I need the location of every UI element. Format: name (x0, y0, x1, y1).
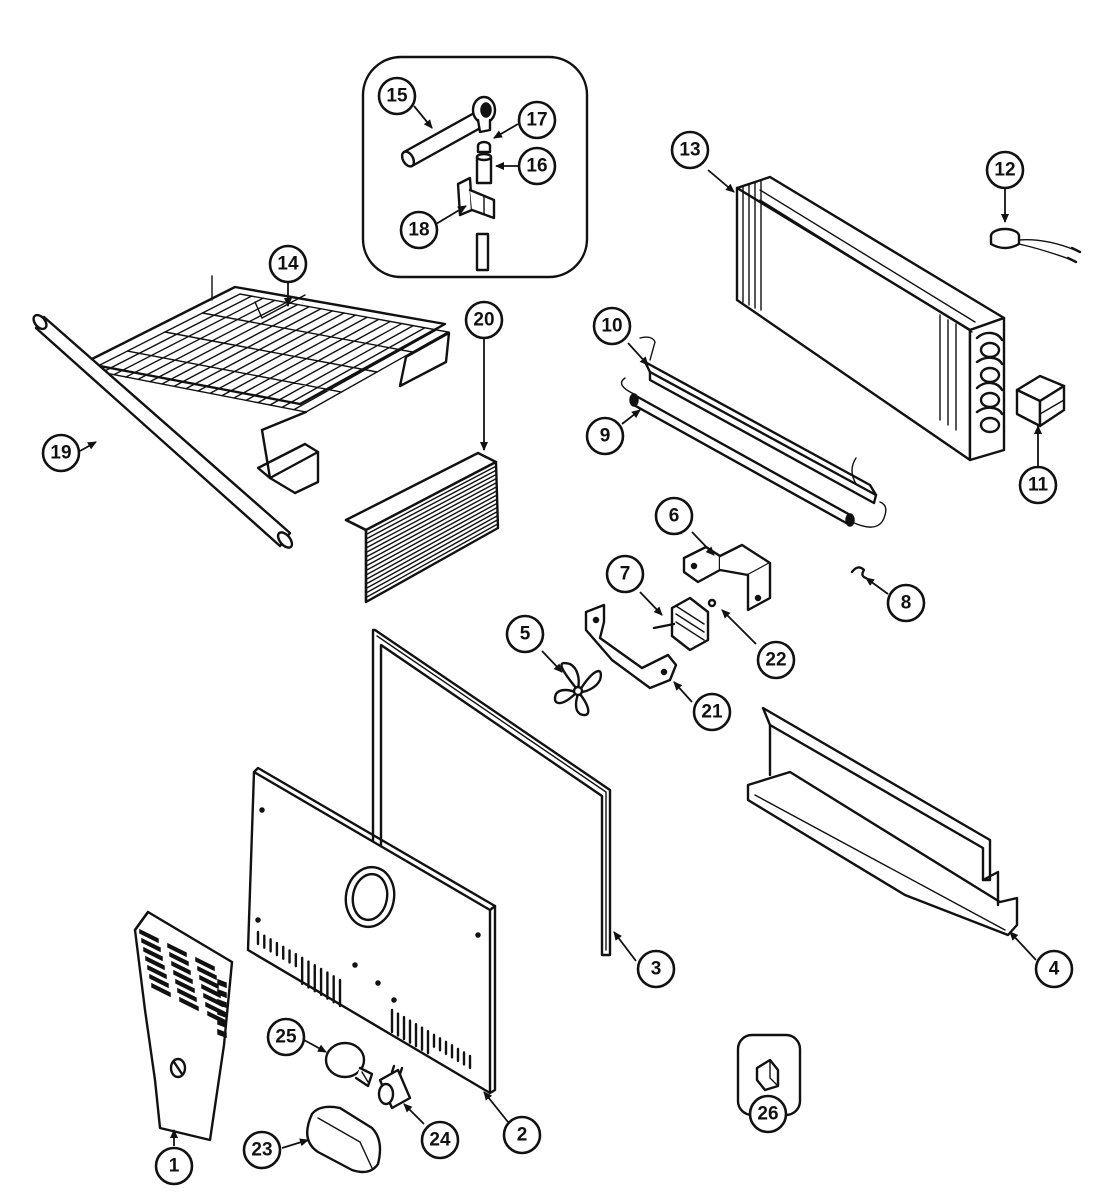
callout-8-label: 8 (901, 593, 912, 614)
callout-19: 19 (41, 433, 81, 473)
inset-detail-box (361, 55, 589, 279)
part-4-drip-tray (746, 706, 1019, 937)
callout-25-label: 25 (275, 1027, 297, 1048)
callout-17-label: 17 (526, 110, 547, 131)
leader-lines (79, 105, 1042, 1149)
callout-15: 15 (377, 76, 417, 116)
part-9-defrost-heater (620, 377, 887, 528)
part-12-defrost-thermostat (989, 227, 1082, 264)
part-5-fan-blade (553, 661, 603, 717)
callout-12-label: 12 (994, 160, 1015, 181)
callout-16: 16 (517, 146, 557, 186)
part-7-fan-motor (652, 596, 717, 652)
part-14-wire-shelf (82, 275, 451, 495)
callout-4-label: 4 (1049, 959, 1060, 980)
callout-26-label: 26 (757, 1104, 778, 1125)
callout-18-label: 18 (408, 220, 429, 241)
callout-24-label: 24 (429, 1130, 451, 1151)
callout-10-label: 10 (601, 316, 622, 337)
callout-5: 5 (505, 614, 545, 654)
part-17-grommet (476, 140, 492, 154)
callout-6-label: 6 (669, 506, 680, 527)
part-6-motor-bracket (682, 543, 772, 612)
part-2-rear-panel (246, 766, 497, 1095)
part-24-light-socket (377, 1064, 412, 1110)
callout-25: 25 (266, 1017, 306, 1057)
callout-18: 18 (399, 210, 439, 250)
part-16-sleeve (475, 152, 493, 185)
callout-22: 22 (756, 640, 796, 680)
part-13-evaporator (735, 175, 1006, 462)
part-10-heater-channel (639, 336, 878, 505)
callout-8: 8 (886, 583, 926, 623)
callout-19-label: 19 (50, 443, 71, 464)
part-19-shelf-trim (32, 313, 294, 549)
callout-7-label: 7 (620, 564, 631, 585)
callout-3: 3 (636, 949, 676, 989)
callout-3-label: 3 (651, 959, 662, 980)
callout-20: 20 (464, 300, 504, 340)
callout-10: 10 (592, 306, 632, 346)
callout-21-label: 21 (701, 702, 723, 723)
callout-6: 6 (654, 496, 694, 536)
callout-13: 13 (670, 130, 710, 170)
callout-9: 9 (585, 416, 625, 456)
callout-1: 1 (154, 1146, 194, 1186)
callout-9-label: 9 (600, 426, 611, 447)
callout-14-label: 14 (277, 254, 299, 275)
callout-15-label: 15 (386, 86, 408, 107)
part-21-motor-mount (584, 603, 678, 690)
part-20-grille-cover (344, 451, 500, 604)
callout-21: 21 (692, 692, 732, 732)
callout-17: 17 (517, 100, 557, 140)
part-25-light-bulb (324, 1041, 374, 1088)
callout-7: 7 (605, 554, 645, 594)
callout-24: 24 (420, 1120, 460, 1160)
callout-26: 26 (748, 1094, 788, 1134)
part-23-light-cover (306, 1105, 382, 1174)
callout-12: 12 (985, 150, 1025, 190)
callout-4: 4 (1034, 949, 1074, 989)
callout-11: 11 (1018, 465, 1058, 505)
part-18-clip (456, 176, 496, 272)
part-11-insulator-block (1015, 374, 1066, 428)
callout-22-label: 22 (765, 650, 786, 671)
callout-20-label: 20 (473, 310, 494, 331)
callout-23-label: 23 (251, 1140, 272, 1161)
callout-2: 2 (502, 1115, 542, 1155)
callout-1-label: 1 (169, 1156, 180, 1177)
part-3-gasket (371, 628, 612, 957)
callout-14: 14 (268, 244, 308, 284)
part-1-light-shield (133, 910, 234, 1142)
callout-16-label: 16 (526, 156, 547, 177)
callout-13-label: 13 (679, 140, 700, 161)
callout-2-label: 2 (517, 1125, 528, 1146)
part-8-clip (850, 566, 868, 580)
callout-5-label: 5 (520, 624, 531, 645)
part-15-drain-tube (400, 95, 497, 168)
callout-11-label: 11 (1028, 475, 1049, 496)
callout-23: 23 (242, 1130, 282, 1170)
